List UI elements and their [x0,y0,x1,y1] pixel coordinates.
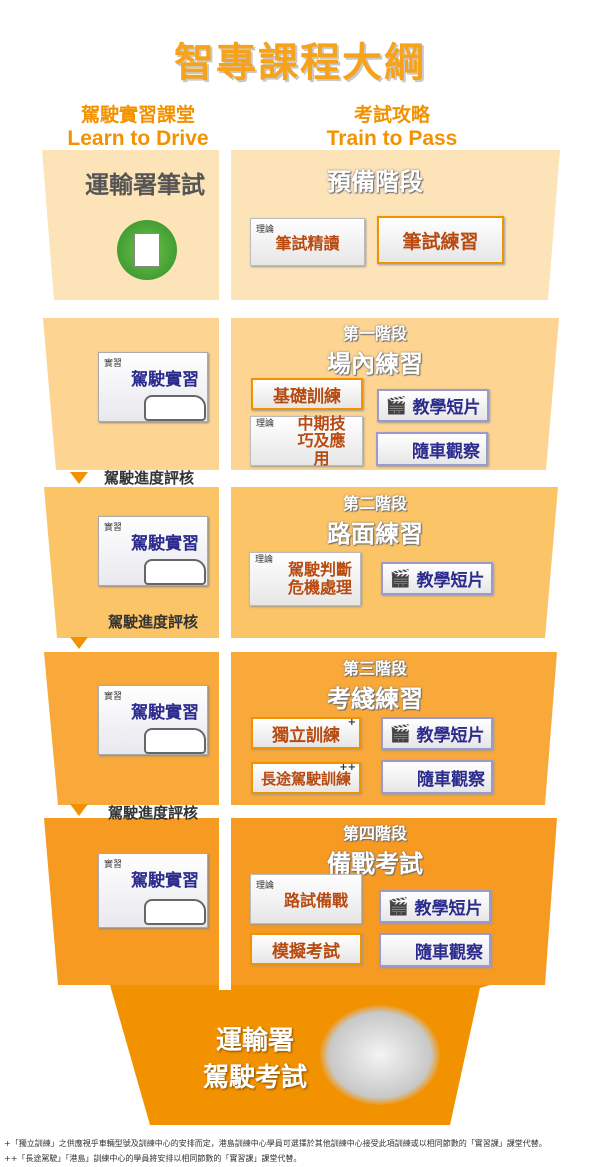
practice-tag: 實習 [104,860,123,870]
theory-tag: 理論 [256,419,275,429]
observe-button[interactable]: 隨車觀察 [381,760,493,794]
label: 教學短片 [416,726,485,746]
theory-tag: 理論 [255,555,274,565]
car-icon [144,395,206,421]
footnote-1: +「獨立訓練」之供應視乎車輛型號及訓練中心的安排而定，港島訓練中心學員可選擇於其… [4,1139,547,1148]
footnote-2: ++「長途駕駛」「港島」訓練中心的學員將安排以相同節數的「實習課」課堂代替。 [4,1154,302,1163]
driving-practice-card[interactable]: 實習駕駛實習 [98,685,208,755]
driving-practice-card[interactable]: 實習駕駛實習 [98,853,208,928]
driving-practice-card[interactable]: 實習駕駛實習 [98,516,208,586]
clapperboard-icon: 🎬 [387,896,409,917]
label: 路試備戰 [283,891,348,910]
label: 教學短片 [414,899,483,919]
observe-button[interactable]: 隨車觀察 [376,432,488,466]
stage-name: 預備階段 [327,168,423,196]
driving-test-label: 運輸署駕駛考試 [190,1020,320,1094]
notepad-icon [117,220,177,280]
mid-skills-button[interactable]: 理論 中期技巧及應用 [250,413,363,468]
line2: 駕駛考試 [202,1063,307,1093]
theory-tag: 理論 [256,225,275,235]
label: 筆試精讀 [275,234,340,253]
observe-button[interactable]: 隨車觀察 [379,933,491,967]
clapperboard-icon: 🎬 [385,395,407,416]
video-button[interactable]: 🎬 教學短片 [379,890,491,923]
progress-assessment-label: 駕駛進度評核 [108,613,199,631]
stage3-title: 第三階段考綫練習 [225,655,525,714]
stage4-title: 第四階段備戰考試 [225,820,525,879]
road-test-prep-button[interactable]: 理論路試備戰 [250,874,362,924]
progress-assessment-label: 駕駛進度評核 [108,804,199,822]
down-arrow-icon [70,637,88,649]
practice-tag: 實習 [104,359,123,369]
progress-assessment-label: 駕駛進度評核 [104,469,195,487]
practice-tag: 實習 [104,692,123,702]
video-button[interactable]: 🎬 教學短片 [381,717,493,750]
down-arrow-icon [70,804,88,816]
label: 駕駛實習 [131,534,199,554]
footnote-mark: + [347,717,356,728]
clapperboard-icon: 🎬 [389,723,411,744]
page-title: 智專課程大綱 [174,40,426,86]
clapperboard-icon: 🎬 [389,568,411,589]
written-reading-button[interactable]: 理論筆試精讀 [250,218,365,266]
video-button[interactable]: 🎬 教學短片 [377,389,489,422]
video-button[interactable]: 🎬 教學短片 [381,562,493,595]
stage-name: 備戰考試 [327,850,423,878]
right-header-en: Train to Pass [326,127,458,150]
label: 教學短片 [416,571,485,591]
judgement-button[interactable]: 理論駕駛判斷危機處理 [249,552,361,606]
theory-tag: 理論 [256,881,275,891]
mock-test-button[interactable]: 模擬考試 [250,933,362,965]
car-icon [144,899,206,925]
left-header-en: Learn to Drive [67,127,209,150]
footnote-mark: ++ [339,762,356,773]
car-icon [144,559,206,585]
stage-name: 場內練習 [327,350,423,378]
stage2-title: 第二階段路面練習 [225,490,525,549]
stage1-title: 第一階段場內練習 [225,320,525,379]
label: 長途駕駛訓練 [260,769,351,788]
long-distance-button[interactable]: 長途駕駛訓練++ [251,762,361,794]
stage-label: 第二階段 [342,494,407,513]
label: 獨立訓練 [272,725,340,746]
label: 中期技巧及應用 [297,413,346,468]
label: 教學短片 [412,398,481,418]
left-header-zh: 駕駛實習課堂 [80,104,195,126]
label: 駕駛實習 [131,871,199,891]
label: 駕駛判斷危機處理 [287,560,352,597]
line1: 運輸署 [215,1026,294,1056]
stage-label: 第一階段 [342,324,407,343]
basic-training-button[interactable]: 基礎訓練 [251,378,363,410]
car-icon [144,728,206,754]
right-header-zh: 考試攻略 [353,104,430,126]
prep-stage-title: 預備階段 [225,162,525,197]
stage-label: 第三階段 [342,659,407,678]
label: 駕駛實習 [131,703,199,723]
down-arrow-icon [70,472,88,484]
written-test-label: 運輸署筆試 [85,171,205,199]
stage-name: 考綫練習 [327,685,423,713]
stage-label: 第四階段 [342,824,407,843]
label: 駕駛實習 [131,370,199,390]
stage-name: 路面練習 [327,520,423,548]
independent-training-button[interactable]: 獨立訓練 + [251,717,361,749]
driver-photo [320,1005,440,1105]
driving-practice-card[interactable]: 實習駕駛實習 [98,352,208,422]
practice-tag: 實習 [104,523,123,533]
written-practice-button[interactable]: 筆試練習 [377,216,504,264]
